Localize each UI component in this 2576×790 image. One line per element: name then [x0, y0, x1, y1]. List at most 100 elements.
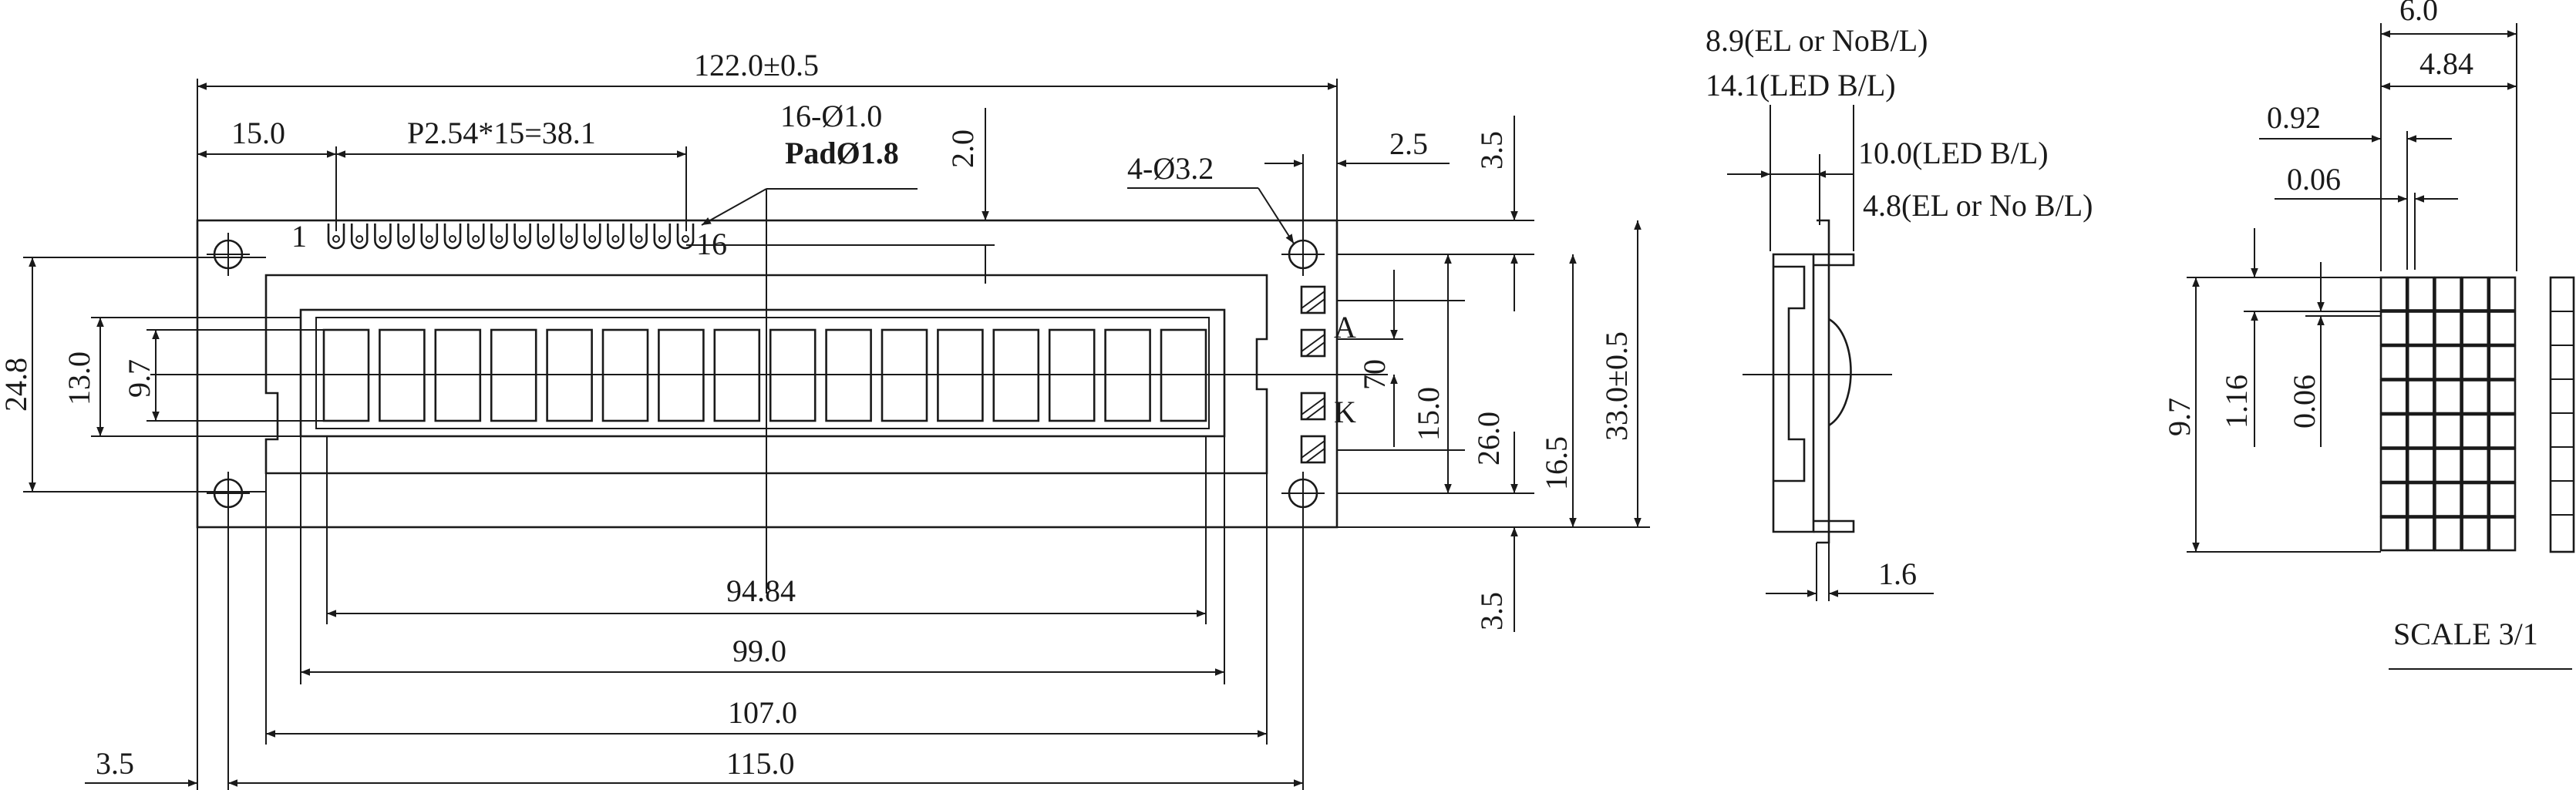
dot — [2379, 311, 2408, 346]
pin-pad — [653, 224, 672, 250]
pin-pad — [560, 224, 578, 250]
dot — [2434, 379, 2462, 415]
dot — [2488, 516, 2517, 552]
pin-hole — [355, 235, 364, 243]
dot — [2406, 448, 2435, 483]
dot — [2434, 413, 2462, 449]
character-detail: 6.0 4.84 0.92 0.06 9.7 — [2162, 0, 2575, 670]
pin-pad — [630, 224, 648, 250]
dot — [2406, 482, 2435, 517]
dim-pin-pitch: P2.54*15=38.1 — [407, 116, 596, 150]
dim-top-edge-offset: 3.5 — [1474, 131, 1509, 170]
dot — [2461, 311, 2490, 346]
pin-pad — [420, 224, 439, 250]
dim-dot-gap-h: 0.06 — [2287, 162, 2341, 197]
pin-hole — [611, 235, 620, 243]
dim-active-height: 9.7 — [122, 359, 157, 398]
dim-dot-area-width: 4.84 — [2419, 46, 2473, 81]
pin-hole — [379, 235, 387, 243]
dot — [2379, 516, 2408, 552]
dim-module-el: 4.8(EL or No B/L) — [1863, 188, 2093, 223]
dim-pcb-thickness: 1.6 — [1878, 556, 1917, 591]
active-area — [315, 317, 1210, 429]
pin-pad — [350, 224, 369, 250]
dot — [2379, 413, 2408, 449]
dim-char-height: 9.7 — [2162, 398, 2197, 436]
pin-hole — [425, 235, 433, 243]
dot — [2406, 276, 2435, 311]
dim-dot-gap-v: 0.06 — [2287, 375, 2322, 429]
dot — [2406, 413, 2435, 449]
dot — [2379, 482, 2408, 517]
pin-pad — [490, 224, 508, 250]
mount-hole-top-left — [207, 233, 250, 276]
pin-hole — [449, 235, 456, 243]
dim-pad: PadØ1.8 — [785, 136, 899, 170]
dim-bezel-width: 107.0 — [728, 695, 797, 730]
dot — [2379, 345, 2408, 380]
pin-pad — [676, 224, 695, 250]
dim-hole-pitch-horizontal: 115.0 — [726, 746, 795, 781]
dim-module-led: 10.0(LED B/L) — [1858, 136, 2049, 170]
dim-active-width: 94.84 — [726, 573, 796, 608]
pin-hole — [518, 235, 527, 243]
pin-pad — [583, 224, 601, 250]
dot — [2406, 311, 2435, 346]
dot — [2379, 448, 2408, 483]
dot — [2379, 379, 2408, 415]
dim-char-offset: 70 — [1357, 359, 1392, 390]
dim-thickness-el: 8.9(EL or NoB/L) — [1706, 23, 1928, 58]
dot — [2461, 379, 2490, 415]
dim-pin-edge-offset: 2.0 — [945, 129, 980, 168]
dot — [2379, 276, 2408, 311]
dim-viewing-width: 99.0 — [732, 634, 786, 668]
dim-first-pin-offset: 15.0 — [231, 116, 285, 150]
dim-led-offset: 16.5 — [1539, 436, 1574, 490]
dot — [2434, 311, 2462, 346]
front-view: 1 16 A K — [0, 48, 1650, 790]
dot — [2488, 413, 2517, 449]
pin-pad — [443, 224, 462, 250]
dot — [2461, 413, 2490, 449]
pin-label-first: 1 — [291, 219, 307, 254]
dot — [2406, 379, 2435, 415]
dot — [2488, 482, 2517, 517]
dot — [2461, 276, 2490, 311]
dot — [2488, 311, 2517, 346]
dim-bezel-height: 24.8 — [0, 358, 33, 412]
dot — [2488, 379, 2517, 415]
pin-hole — [495, 235, 503, 243]
dim-bottom-edge-offset: 3.5 — [1474, 592, 1509, 630]
dim-dot-height: 1.16 — [2219, 375, 2254, 429]
dim-left-edge-offset: 3.5 — [96, 746, 134, 781]
dot — [2406, 516, 2435, 552]
pin-hole — [565, 235, 573, 243]
dim-hole-pitch-vertical: 26.0 — [1471, 412, 1506, 466]
dot — [2406, 345, 2435, 380]
dot — [2434, 516, 2462, 552]
dot — [2488, 448, 2517, 483]
pin-pad — [607, 224, 625, 250]
dot — [2488, 276, 2517, 311]
dim-thickness-led: 14.1(LED B/L) — [1706, 68, 1896, 103]
pin-pad — [537, 224, 555, 250]
dot — [2434, 276, 2462, 311]
dim-led-pad-span: 15.0 — [1411, 387, 1446, 441]
dot — [2461, 482, 2490, 517]
viewing-area — [299, 308, 1226, 438]
pin-pad — [374, 224, 392, 250]
side-view: 8.9(EL or NoB/L) 14.1(LED B/L) 10.0(LED … — [1706, 23, 2093, 601]
adjacent-char-column — [2549, 276, 2575, 553]
dim-overall-width: 122.0±0.5 — [694, 48, 819, 82]
pin-pad — [327, 224, 345, 250]
pin-hole — [588, 235, 597, 243]
dot — [2461, 345, 2490, 380]
dot — [2461, 448, 2490, 483]
pin-hole — [541, 235, 550, 243]
pin-pad — [466, 224, 485, 250]
pin-hole — [635, 235, 643, 243]
led-cathode-label: K — [1334, 395, 1356, 429]
dim-hole-edge-offset: 2.5 — [1389, 126, 1428, 161]
dim-pin-holes: 16-Ø1.0 — [780, 99, 882, 133]
